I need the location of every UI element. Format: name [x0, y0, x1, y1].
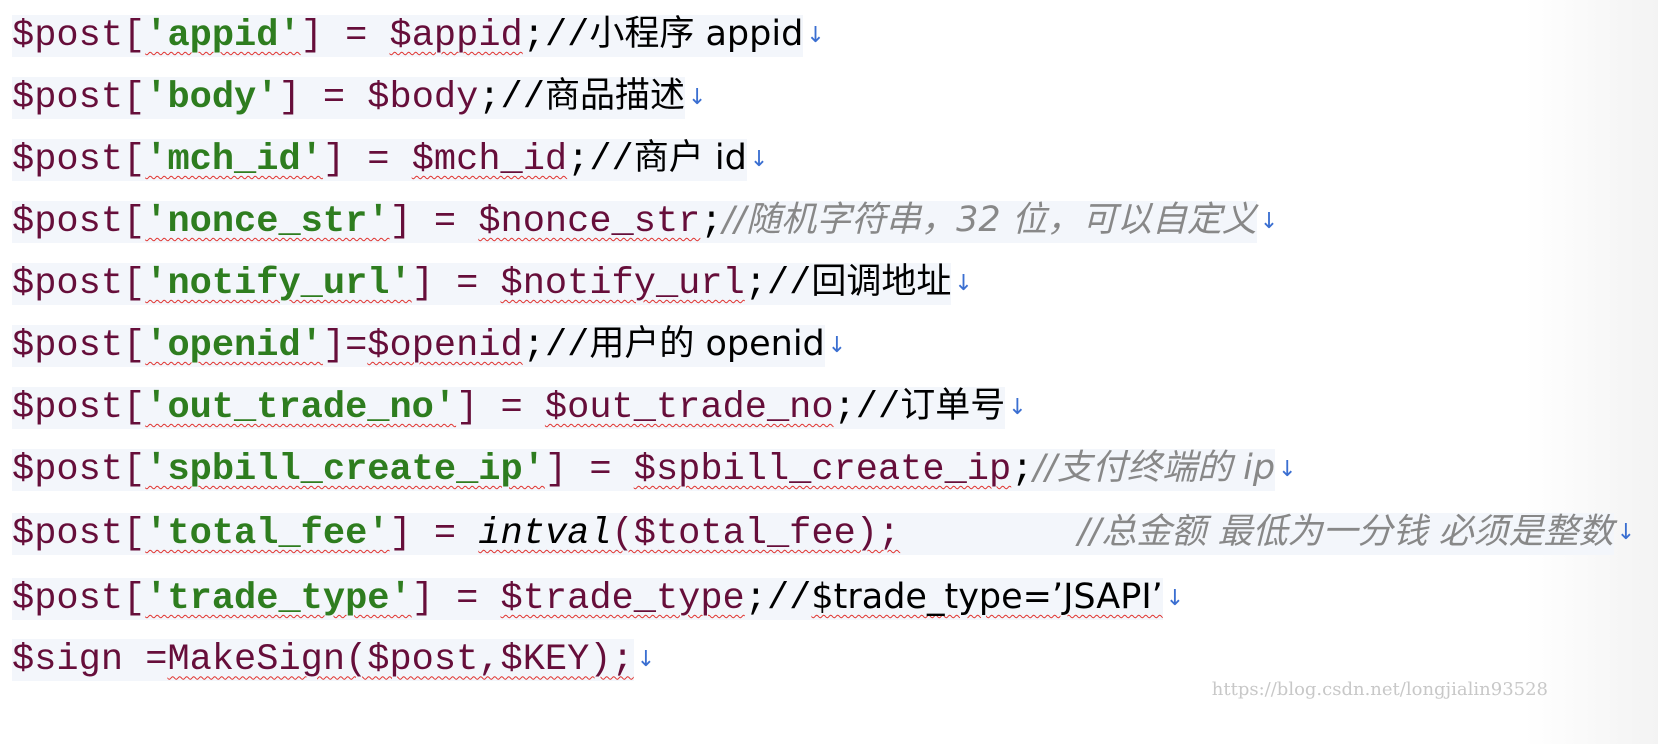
code-value: MakeSign($post,$KEY);: [167, 639, 634, 682]
code-end: ;: [700, 201, 723, 243]
code-end: ;//: [522, 325, 590, 367]
code-var: $post[: [12, 578, 146, 620]
code-block: $post['appid'] = $appid;//小程序 appid↓ $po…: [12, 10, 1650, 697]
code-comment: 用户的 openid: [589, 324, 825, 364]
code-op: ] =: [411, 578, 501, 620]
code-key: 'mch_id': [145, 139, 323, 181]
code-value: ($total_fee);: [611, 513, 901, 555]
code-op: ] =: [389, 201, 479, 243]
code-line-openid: $post['openid']=$openid;//用户的 openid↓: [12, 320, 1650, 369]
code-op: ]=: [322, 325, 368, 367]
code-var: $post[: [12, 15, 146, 57]
code-key: 'out_trade_no': [145, 387, 457, 429]
code-value: $out_trade_no: [544, 387, 834, 429]
code-var: $post[: [12, 387, 146, 429]
code-comment: //随机字符串，32 位，可以自定义: [722, 200, 1257, 240]
code-value: $mch_id: [411, 139, 568, 181]
code-op: ] =: [322, 139, 412, 181]
code-line-body: $post['body'] = $body;//商品描述↓: [12, 72, 1650, 121]
code-var: $post[: [12, 139, 146, 181]
code-line-nonce-str: $post['nonce_str'] = $nonce_str;//随机字符串，…: [12, 196, 1650, 245]
code-line-total-fee: $post['total_fee'] = intval($total_fee);…: [12, 506, 1650, 560]
code-key: 'total_fee': [145, 513, 390, 555]
code-key: 'appid': [145, 15, 301, 57]
code-comment: 商品描述: [544, 76, 685, 116]
code-comment: $trade_type=’JSAPI’: [811, 577, 1163, 617]
code-end: ;//: [522, 15, 590, 57]
paragraph-mark-icon: ↓: [1616, 520, 1636, 546]
code-op: ] =: [411, 263, 501, 305]
code-key: 'trade_type': [145, 578, 412, 620]
code-comment: 回调地址: [811, 262, 952, 302]
paragraph-mark-icon: ↓: [954, 270, 973, 296]
code-value: $nonce_str: [478, 201, 701, 243]
code-op: ] =: [389, 513, 479, 555]
code-key: 'nonce_str': [145, 201, 390, 243]
code-comment: 订单号: [900, 386, 1006, 426]
code-comment: 商户 id: [633, 138, 747, 178]
code-line-trade-type: $post['trade_type'] = $trade_type;//$tra…: [12, 573, 1650, 622]
code-op: ] =: [300, 15, 390, 57]
code-key: 'spbill_create_ip': [145, 449, 545, 491]
code-var: $post[: [12, 449, 146, 491]
code-op: ] =: [278, 77, 368, 119]
code-var: $post[: [12, 325, 146, 367]
code-var: $post[: [12, 513, 146, 555]
paragraph-mark-icon: ↓: [636, 647, 656, 672]
code-line-out-trade-no: $post['out_trade_no'] = $out_trade_no;//…: [12, 382, 1650, 431]
code-comment: //总金额 最低为一分钱 必须是整数: [1077, 512, 1614, 552]
code-line-appid: $post['appid'] = $appid;//小程序 appid↓: [12, 10, 1650, 59]
paragraph-mark-icon: ↓: [1008, 394, 1027, 420]
code-op: ] =: [456, 387, 545, 429]
paragraph-mark-icon: ↓: [1165, 585, 1185, 611]
code-op: ] =: [544, 449, 634, 491]
code-value: $openid: [367, 325, 523, 367]
code-comment: //支付终端的 ip: [1033, 448, 1276, 488]
code-end: ;//: [478, 77, 545, 119]
code-end: ;//: [744, 578, 812, 620]
code-value: $body: [367, 77, 479, 119]
code-line-mch-id: $post['mch_id'] = $mch_id;//商户 id↓: [12, 134, 1650, 183]
code-line-spbill-create-ip: $post['spbill_create_ip'] = $spbill_crea…: [12, 444, 1650, 493]
code-var: $post[: [12, 263, 146, 305]
watermark: https://blog.csdn.net/longjialin93528: [1211, 679, 1548, 700]
code-value: $appid: [389, 15, 523, 57]
code-comment: 小程序 appid: [589, 14, 804, 54]
paragraph-mark-icon: ↓: [827, 332, 847, 358]
code-key: 'body': [145, 77, 279, 119]
code-end: ;//: [744, 263, 812, 305]
code-end: ;//: [567, 139, 634, 181]
code-key: 'notify_url': [145, 263, 412, 305]
code-end: [900, 513, 1078, 555]
code-var: $sign =: [12, 639, 168, 682]
code-end: ;//: [833, 387, 901, 429]
paragraph-mark-icon: ↓: [687, 84, 707, 110]
paragraph-mark-icon: ↓: [806, 22, 825, 48]
code-value: $notify_url: [500, 263, 745, 305]
code-var: $post[: [12, 201, 146, 243]
code-value: $trade_type: [500, 578, 745, 620]
code-value: $spbill_create_ip: [633, 449, 1012, 491]
code-var: $post[: [12, 77, 146, 119]
code-function: intval: [478, 513, 612, 555]
code-key: 'openid': [145, 325, 323, 367]
code-line-sign: $sign =MakeSign($post,$KEY);↓: [12, 635, 1650, 684]
paragraph-mark-icon: ↓: [1259, 208, 1279, 234]
paragraph-mark-icon: ↓: [749, 146, 769, 172]
code-end: ;: [1011, 449, 1034, 491]
code-line-notify-url: $post['notify_url'] = $notify_url;//回调地址…: [12, 258, 1650, 307]
paragraph-mark-icon: ↓: [1278, 456, 1297, 482]
